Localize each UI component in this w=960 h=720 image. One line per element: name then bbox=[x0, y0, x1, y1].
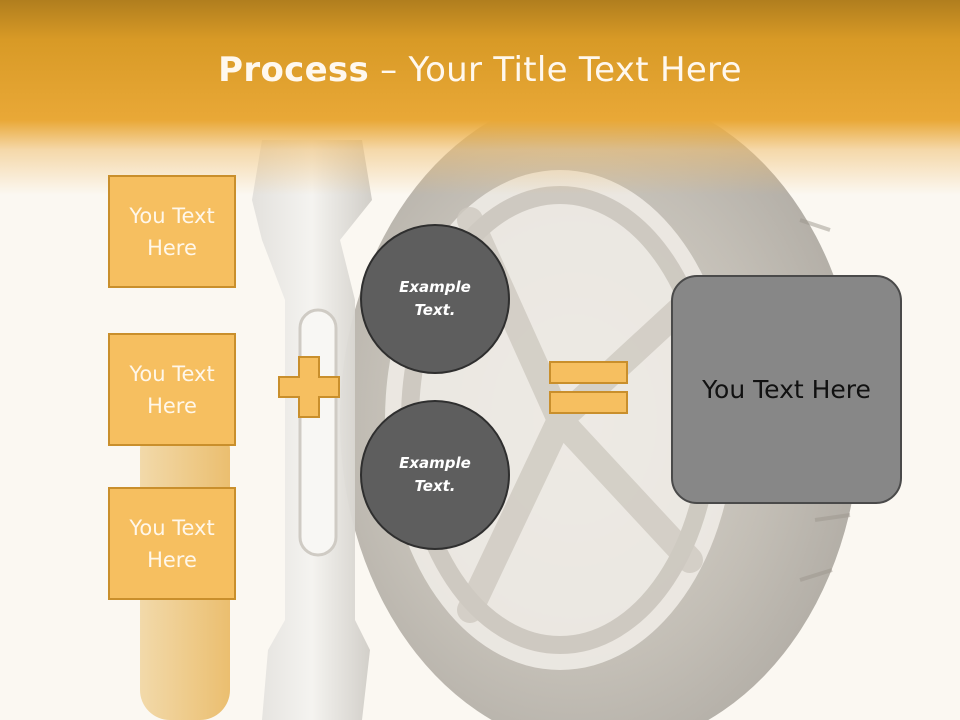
text-box-2-label: You Text Here bbox=[129, 361, 215, 418]
title-rest: – Your Title Text Here bbox=[369, 50, 742, 90]
header-band bbox=[0, 0, 960, 200]
example-circle-1[interactable]: Example Text. bbox=[360, 224, 510, 374]
result-box-label: You Text Here bbox=[702, 375, 871, 404]
text-box-2[interactable]: You Text Here bbox=[108, 333, 236, 446]
slide-title: Process – Your Title Text Here bbox=[0, 50, 960, 90]
text-box-3[interactable]: You Text Here bbox=[108, 487, 236, 600]
example-circle-1-label: Example Text. bbox=[399, 278, 471, 319]
text-box-1[interactable]: You Text Here bbox=[108, 175, 236, 288]
example-circle-2[interactable]: Example Text. bbox=[360, 400, 510, 550]
plus-icon bbox=[278, 356, 340, 418]
equals-icon bbox=[549, 361, 628, 414]
result-box[interactable]: You Text Here bbox=[671, 275, 902, 504]
example-circle-2-label: Example Text. bbox=[399, 454, 471, 495]
text-box-1-label: You Text Here bbox=[129, 203, 215, 260]
title-bold: Process bbox=[218, 50, 370, 90]
text-box-3-label: You Text Here bbox=[129, 515, 215, 572]
